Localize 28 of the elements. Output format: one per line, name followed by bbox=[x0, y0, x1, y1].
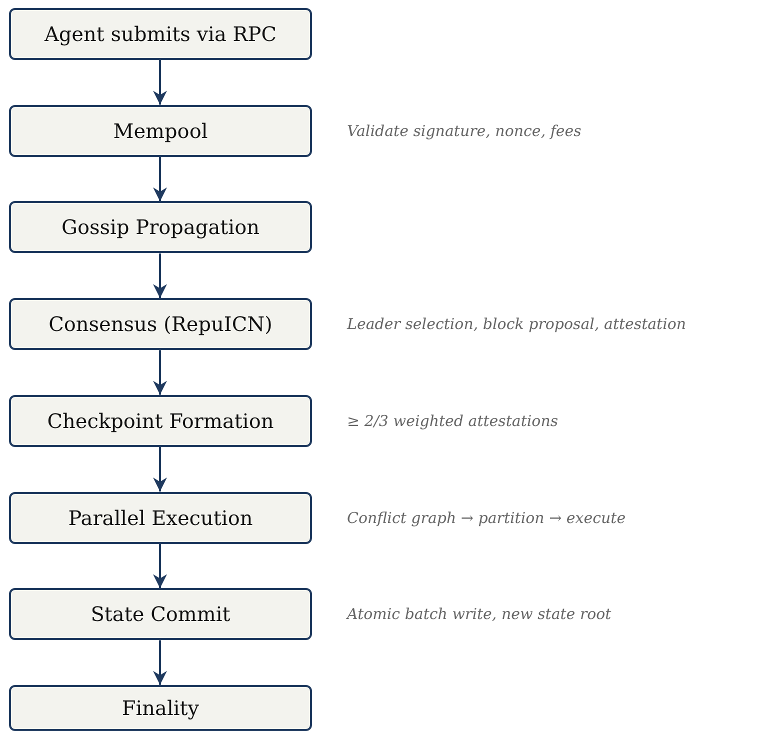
arrow bbox=[153, 156, 167, 202]
step-label: Checkpoint Formation bbox=[47, 408, 274, 433]
process-box bbox=[9, 588, 312, 640]
process-box bbox=[9, 492, 312, 544]
step-label: Consensus (RepuICN) bbox=[48, 312, 272, 336]
process-box bbox=[9, 104, 312, 157]
process-box bbox=[9, 298, 312, 350]
step-note: Atomic batch write, new state root bbox=[347, 605, 612, 624]
arrow bbox=[153, 60, 167, 105]
arrow bbox=[153, 544, 167, 588]
step-label: Parallel Execution bbox=[68, 506, 253, 530]
step-label: Mempool bbox=[113, 118, 208, 143]
step-label: Agent submits via RPC bbox=[44, 22, 277, 46]
step-note: ≥ 2/3 weighted attestations bbox=[347, 412, 558, 430]
step-note: Conflict graph → partition → execute bbox=[347, 508, 626, 526]
step-label: Gossip Propagation bbox=[62, 215, 260, 240]
process-box bbox=[9, 8, 312, 60]
arrow bbox=[153, 350, 167, 395]
arrow bbox=[153, 640, 167, 685]
step-note: Validate signature, nonce, fees bbox=[347, 122, 582, 140]
step-note: Leader selection, block proposal, attestation bbox=[347, 315, 686, 334]
process-box bbox=[9, 201, 312, 254]
arrow bbox=[153, 446, 167, 492]
step-label: Finality bbox=[122, 696, 200, 720]
step-label: State Commit bbox=[90, 602, 230, 626]
process-box bbox=[9, 684, 312, 731]
process-box bbox=[9, 394, 312, 447]
arrow bbox=[153, 253, 167, 298]
